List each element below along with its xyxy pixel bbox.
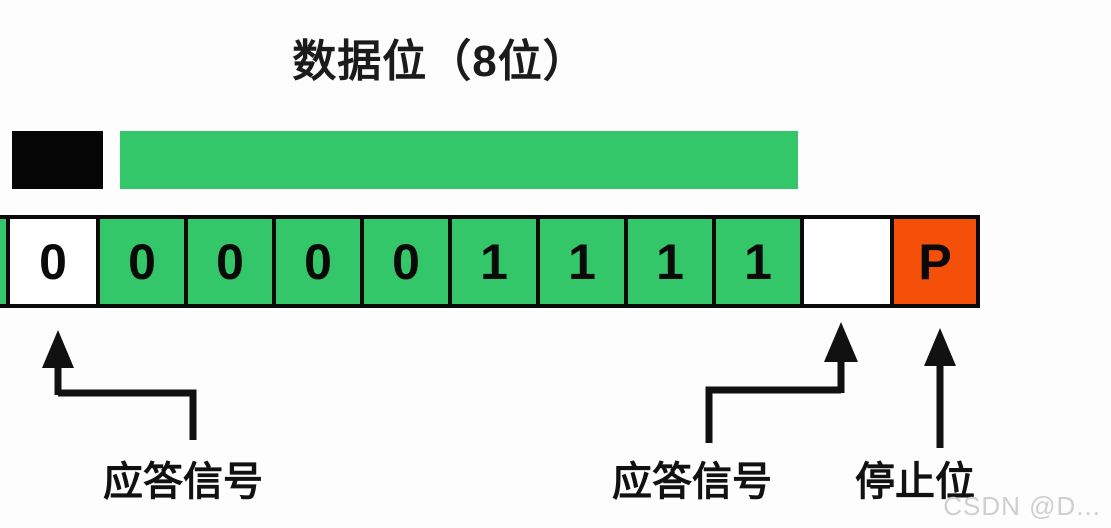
bit-cell-10	[804, 219, 894, 304]
bit-cell-11: P	[894, 219, 980, 304]
bit-cell-5: 0	[364, 219, 452, 304]
caption-ack-right: 应答信号	[612, 460, 772, 504]
bit-cell-4: 0	[276, 219, 364, 304]
bit-cell-1: 0	[10, 219, 100, 304]
bit-cell-0	[0, 219, 10, 304]
ack-left-pointer-arrow	[42, 330, 197, 440]
timing-bar-low	[12, 131, 103, 189]
watermark-text: CSDN @D...	[943, 491, 1101, 521]
stop-bit-pointer-arrow	[924, 328, 956, 448]
ack-right-pointer-arrow	[705, 322, 858, 443]
timing-bar-data	[120, 131, 798, 189]
bit-cell-2: 0	[100, 219, 188, 304]
page-title: 数据位（8位）	[292, 37, 588, 86]
bit-cell-3: 0	[188, 219, 276, 304]
bit-cell-9: 1	[716, 219, 804, 304]
bit-cell-8: 1	[628, 219, 716, 304]
bit-cell-6: 1	[452, 219, 540, 304]
caption-ack-left: 应答信号	[103, 460, 263, 504]
bit-cell-7: 1	[540, 219, 628, 304]
caption-stop-bit: 停止位	[855, 460, 975, 504]
